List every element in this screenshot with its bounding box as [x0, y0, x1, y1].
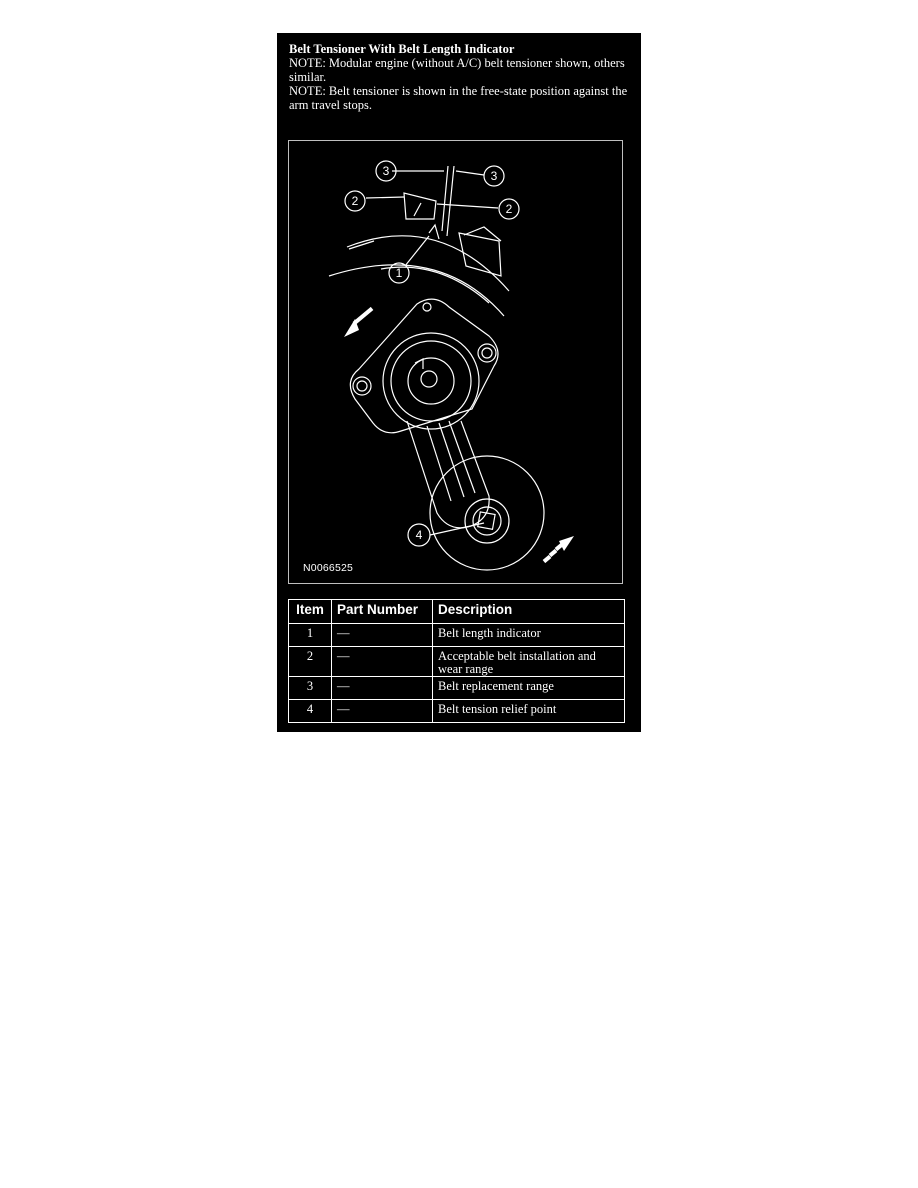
cell-description: Belt length indicator — [432, 623, 625, 647]
table-row: 3 — Belt replacement range — [288, 676, 625, 700]
indicator-slot — [413, 202, 422, 217]
range-line-b — [446, 165, 455, 237]
svg-text:3: 3 — [491, 169, 498, 183]
svg-text:1: 1 — [396, 266, 403, 280]
pulley-hub — [464, 498, 510, 544]
leader-4 — [429, 522, 485, 536]
tensioner-drawing: 3 3 2 2 1 4 — [328, 160, 574, 571]
engine-curve-outer — [346, 235, 510, 292]
table-header-row: Item Part Number Description — [288, 599, 625, 624]
parts-table: Item Part Number Description 1 — Belt le… — [288, 599, 625, 723]
engine-curve-inner — [328, 264, 505, 317]
pivot-hub — [407, 357, 455, 405]
note-free-state: NOTE: Belt tensioner is shown in the fre… — [289, 84, 628, 112]
callout-4: 4 — [407, 523, 431, 547]
engine-ridge — [348, 240, 375, 250]
cell-description: Acceptable belt installation and wear ra… — [432, 646, 625, 677]
col-header-item: Item — [288, 599, 332, 624]
heading-block: Belt Tensioner With Belt Length Indicato… — [289, 42, 629, 112]
figure-code: N0066525 — [303, 562, 354, 574]
pivot-key — [414, 358, 424, 369]
mount-hole-right-inner — [481, 347, 493, 359]
pulley-hub-inner — [472, 506, 502, 536]
tensioner-illustration: 3 3 2 2 1 4 — [288, 140, 623, 584]
pivot-outer — [382, 332, 480, 430]
cell-item: 1 — [288, 623, 332, 647]
arm-rib-2 — [438, 422, 465, 498]
svg-text:2: 2 — [352, 194, 359, 208]
leader-1 — [404, 235, 430, 267]
note-modular-engine: NOTE: Modular engine (without A/C) belt … — [289, 56, 625, 84]
pivot-bore — [420, 370, 438, 388]
svg-text:2: 2 — [506, 202, 513, 216]
pulley-outer — [429, 455, 545, 571]
indicator-window — [458, 232, 502, 277]
col-header-part-number: Part Number — [331, 599, 433, 624]
svg-text:3: 3 — [383, 164, 390, 178]
arm-rib-1 — [426, 425, 452, 502]
cell-part-number: — — [331, 676, 433, 700]
cell-description: Belt replacement range — [432, 676, 625, 700]
indicator-pointer — [428, 223, 440, 240]
cell-item: 2 — [288, 646, 332, 677]
figure-title: Belt Tensioner With Belt Length Indicato… — [289, 42, 515, 56]
tension-relief-square — [477, 511, 496, 530]
mount-hole-right — [477, 343, 497, 363]
table-row: 2 — Acceptable belt installation and wea… — [288, 646, 625, 677]
document-panel: Belt Tensioner With Belt Length Indicato… — [277, 33, 641, 732]
pivot-ring — [390, 340, 472, 422]
leader-2-left — [365, 196, 405, 199]
mount-hole-top — [422, 302, 432, 312]
indicator-face — [463, 226, 502, 242]
svg-text:4: 4 — [416, 528, 423, 542]
table-row: 4 — Belt tension relief point — [288, 699, 625, 723]
mount-hole-left-inner — [356, 380, 368, 392]
callout-2-left: 2 — [344, 190, 366, 212]
table-row: 1 — Belt length indicator — [288, 623, 625, 647]
range-line-a — [441, 165, 449, 232]
indicator-block — [403, 192, 437, 220]
callout-1: 1 — [388, 262, 410, 284]
arm-rib-3 — [448, 420, 476, 494]
cell-part-number: — — [331, 699, 433, 723]
rotation-arrow-lower — [542, 536, 574, 564]
cell-part-number: — — [331, 623, 433, 647]
cell-description: Belt tension relief point — [432, 699, 625, 723]
tensioner-base — [349, 298, 499, 434]
callout-3-left: 3 — [375, 160, 397, 182]
col-header-description: Description — [432, 599, 625, 624]
mount-hole-left — [352, 376, 372, 396]
rotation-arrow-upper — [344, 306, 374, 337]
leader-2-right — [436, 203, 499, 209]
leader-3-right — [455, 170, 485, 176]
cell-item: 3 — [288, 676, 332, 700]
tensioner-arm — [406, 420, 490, 529]
cell-item: 4 — [288, 699, 332, 723]
callout-3-right: 3 — [483, 165, 505, 187]
callout-2-right: 2 — [498, 198, 520, 220]
cell-part-number: — — [331, 646, 433, 677]
engine-curve-3 — [380, 266, 490, 304]
